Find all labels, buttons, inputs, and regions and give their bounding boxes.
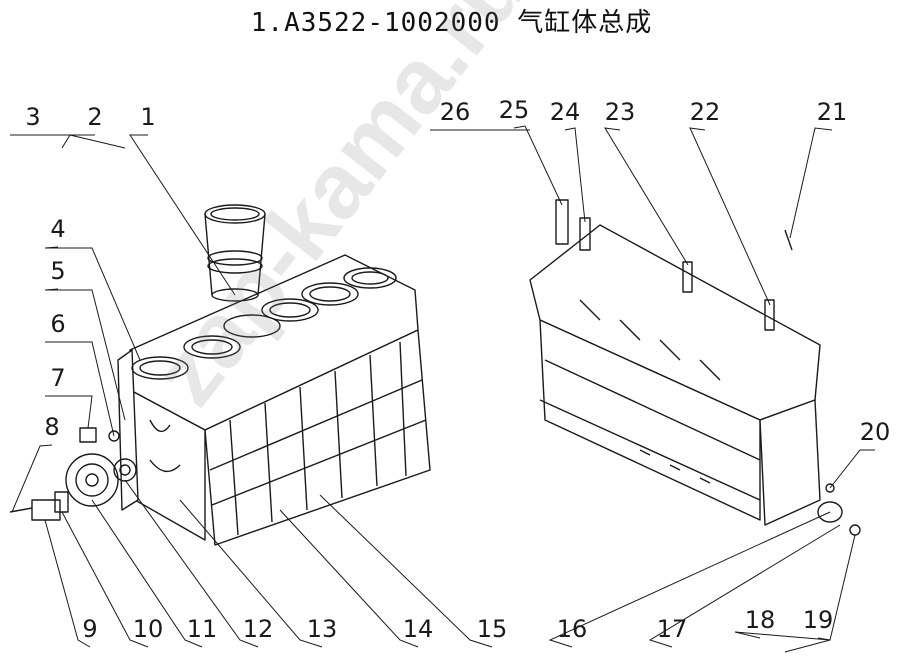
diagram-title: 1.A3522-1002000 气缸体总成: [250, 8, 653, 38]
callout-label-8: 8: [44, 413, 59, 441]
leader-line-14: [279, 509, 419, 648]
leader-line-10: [61, 511, 149, 648]
leader-line-2: [69, 134, 126, 149]
leader-line-19: [817, 534, 856, 641]
callout-label-15: 15: [477, 615, 508, 643]
callout-label-14: 14: [403, 615, 434, 643]
callout-label-17: 17: [657, 615, 688, 643]
callout-label-16: 16: [557, 615, 588, 643]
leader-line-7: [45, 395, 93, 429]
leader-line-21: [789, 127, 833, 239]
callout-label-19: 19: [803, 606, 834, 634]
callout-label-1: 1: [140, 103, 155, 131]
callout-label-21: 21: [817, 98, 848, 126]
callout-label-12: 12: [243, 615, 274, 643]
callout-label-26: 26: [440, 98, 471, 126]
callout-label-7: 7: [50, 364, 65, 392]
callout-label-20: 20: [860, 418, 891, 446]
callout-label-23: 23: [605, 98, 636, 126]
leader-line-15: [319, 494, 493, 648]
callout-label-24: 24: [550, 98, 581, 126]
callout-label-3: 3: [25, 103, 40, 131]
callout-label-9: 9: [82, 615, 97, 643]
leader-line-9: [44, 519, 91, 648]
leader-line-12: [124, 479, 259, 648]
leader-line-3: [10, 134, 71, 149]
callout-label-4: 4: [50, 215, 65, 243]
leader-line-22: [689, 127, 771, 306]
cylinder-liner: [204, 204, 266, 302]
callout-label-18: 18: [745, 606, 776, 634]
leader-line-20: [829, 449, 875, 489]
cylinder-block-left: [117, 254, 431, 546]
callout-label-22: 22: [690, 98, 721, 126]
leader-line-6: [45, 341, 115, 437]
leader-lines: [10, 125, 875, 653]
callout-label-5: 5: [50, 257, 65, 285]
leader-line-16: [548, 511, 831, 648]
leader-line-23: [604, 127, 689, 266]
callout-label-10: 10: [133, 615, 164, 643]
leader-line-5: [44, 288, 126, 421]
leader-line-13: [179, 499, 323, 648]
callout-label-2: 2: [87, 103, 102, 131]
leader-line-11: [91, 499, 203, 648]
leader-line-1: [129, 134, 236, 296]
leader-line-24: [564, 127, 586, 223]
leader-line-8: [11, 444, 53, 513]
leader-line-25: [513, 125, 563, 206]
callout-label-11: 11: [187, 615, 218, 643]
leader-line-18: [734, 631, 831, 653]
callout-label-6: 6: [50, 310, 65, 338]
callout-label-13: 13: [307, 615, 338, 643]
cylinder-block-right: [529, 199, 861, 536]
leader-line-4: [44, 246, 141, 361]
leader-line-17: [648, 524, 841, 648]
front-parts: [9, 427, 137, 521]
callout-label-25: 25: [499, 96, 530, 124]
